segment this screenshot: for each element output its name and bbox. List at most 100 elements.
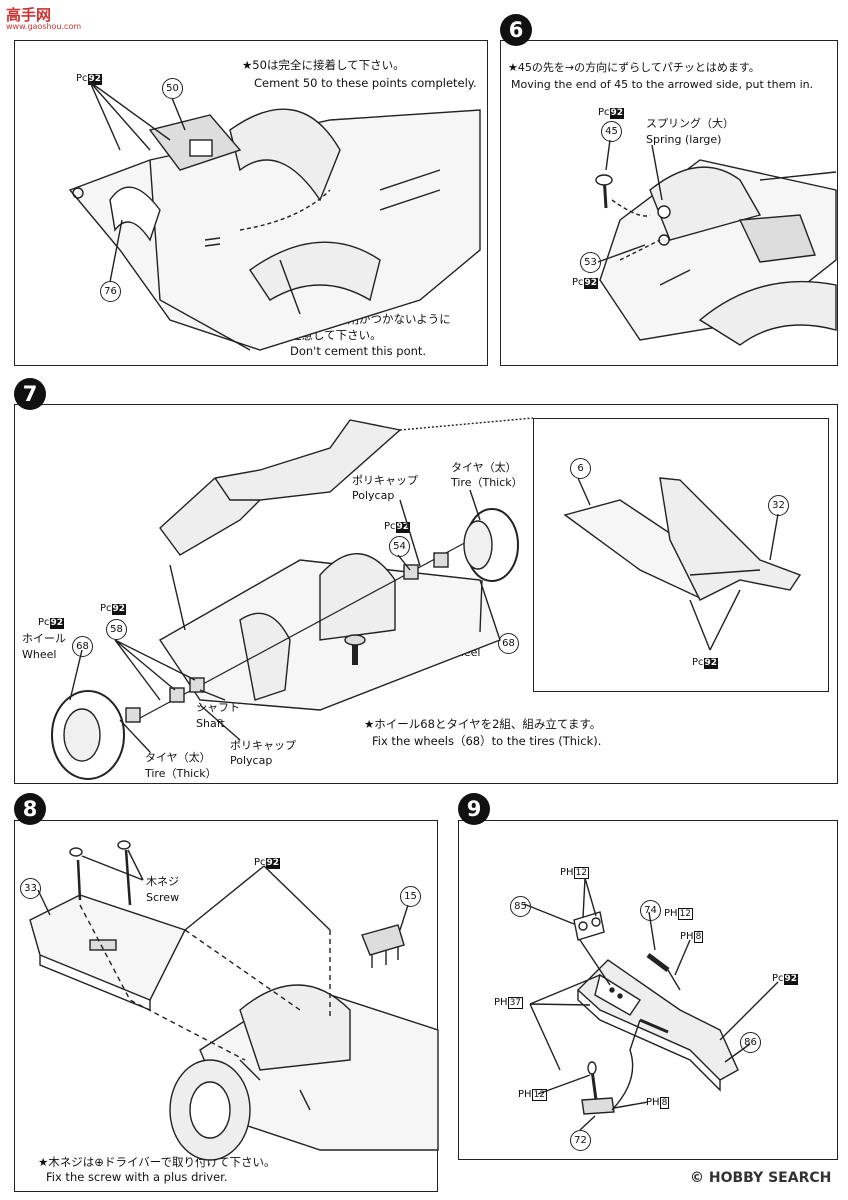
wheel-label-jp-r: ホイール — [446, 630, 490, 643]
pc-code: Pc — [692, 657, 704, 668]
polycap-label-jp-top: ポリキャップ — [352, 474, 418, 487]
ph-number: 12 — [531, 1089, 548, 1101]
step5-caution-jp2: 注意して下さい。 — [290, 328, 382, 342]
part-32-callout: 32 — [768, 495, 789, 516]
step8-panel — [14, 820, 438, 1192]
step7-pc-r: Pc92 — [384, 520, 411, 533]
step6-note-en: Moving the end of 45 to the arrowed side… — [511, 78, 814, 91]
step6-pc-bottom: Pc92 — [572, 276, 599, 289]
pc-number: 92 — [609, 108, 625, 119]
pc-number: 92 — [87, 74, 103, 85]
ph-number: 12 — [677, 908, 694, 920]
part-54-callout: 54 — [389, 536, 410, 557]
pc-code: Pc — [100, 603, 112, 614]
part-68-callout-r: 68 — [498, 633, 519, 654]
ph-number: 37 — [507, 997, 524, 1009]
part-15-callout: 15 — [400, 886, 421, 907]
shaft-label-jp: シャフト — [196, 701, 240, 714]
step8-pc-label: Pc92 — [254, 856, 281, 869]
tire-label-jp-top: タイヤ（太） — [451, 461, 517, 474]
step6-pc-top: Pc92 — [598, 106, 625, 119]
ph-number: 8 — [693, 931, 704, 943]
spring-label-en: Spring (large) — [646, 133, 722, 146]
polycap-label-en-bottom: Polycap — [230, 754, 273, 767]
shaft-label-en: Shaft — [196, 717, 225, 730]
wheel-label-en-r: Wheel — [446, 646, 481, 659]
step5-caution-en: Don't cement this pont. — [290, 344, 427, 358]
spring-label-jp: スプリング（大） — [646, 117, 734, 130]
pc-number: 92 — [265, 858, 281, 869]
ph-code: PH — [518, 1089, 532, 1100]
part-76-callout: 76 — [100, 281, 121, 302]
pc-code: Pc — [38, 617, 50, 628]
pc-code: Pc — [254, 857, 266, 868]
step9-number: 9 — [458, 793, 490, 825]
pc-number: 92 — [49, 618, 65, 629]
tire-label-jp-bottom: タイヤ（太） — [145, 751, 211, 764]
step7-number: 7 — [14, 378, 46, 410]
pc92-label: Pc92 — [772, 972, 799, 985]
step6-note-jp: ★45の先を→の方向にずらしてパチッとはめます。 — [508, 61, 760, 74]
step5-note-en: Cement 50 to these points completely. — [254, 76, 477, 90]
step5-pc-label: Pc92 — [76, 72, 103, 85]
ph-code: PH — [664, 908, 678, 919]
step7-pc-l1: Pc92 — [38, 616, 65, 629]
site-logo: 高手网 www.gaoshou.com — [6, 4, 81, 31]
part-6-callout: 6 — [570, 458, 591, 479]
footer-watermark: © HOBBY SEARCH — [690, 1170, 831, 1186]
copyright-icon: © — [690, 1170, 704, 1186]
step7-pc-l2: Pc92 — [100, 602, 127, 615]
part-58-callout: 58 — [106, 619, 127, 640]
wheel-label-en-l: Wheel — [22, 648, 57, 661]
polycap-label-en-top: Polycap — [352, 489, 395, 502]
ph-code: PH — [560, 867, 574, 878]
footer-brand: HOBBY SEARCH — [708, 1170, 832, 1186]
part-72-callout: 72 — [570, 1130, 591, 1151]
site-logo-text: 高手网 — [6, 6, 52, 24]
step8-number: 8 — [14, 793, 46, 825]
step7-note-jp: ★ホイール68とタイヤを2組、組み立てます。 — [364, 717, 602, 731]
pc-code: Pc — [572, 277, 584, 288]
polycap-label-jp-bottom: ポリキャップ — [230, 739, 296, 752]
part-68-callout-l: 68 — [72, 636, 93, 657]
ph-number: 12 — [573, 867, 590, 879]
tire-label-en-top: Tire（Thick） — [451, 476, 523, 489]
step9-panel — [458, 820, 838, 1160]
ph-code: PH — [680, 931, 694, 942]
pc-number: 92 — [703, 658, 719, 669]
part-33-callout: 33 — [20, 878, 41, 899]
step5-note-jp: ★50は完全に接着して下さい。 — [242, 58, 405, 72]
pc-code: Pc — [76, 73, 88, 84]
pc-number: 92 — [111, 604, 127, 615]
part-50-callout: 50 — [162, 78, 183, 99]
step7-pc-inset: Pc92 — [692, 656, 719, 669]
part-85-callout: 85 — [510, 896, 531, 917]
pc-code: Pc — [384, 521, 396, 532]
wheel-label-jp-l: ホイール — [22, 632, 66, 645]
screw-label-jp: 木ネジ — [146, 875, 179, 888]
step5-caution-jp1: ここに接着剤がつかないように — [290, 312, 451, 326]
tire-label-en-bottom: Tire（Thick） — [145, 767, 217, 780]
ph-code: PH — [646, 1097, 660, 1108]
part-86-callout: 86 — [740, 1032, 761, 1053]
site-logo-url: www.gaoshou.com — [6, 22, 82, 31]
step8-note-en: Fix the screw with a plus driver. — [46, 1170, 228, 1184]
ph-number: 8 — [659, 1097, 670, 1109]
screw-label-en: Screw — [146, 891, 180, 904]
part-53-callout: 53 — [580, 252, 601, 273]
step7-note-en: Fix the wheels（68）to the tires (Thick). — [372, 734, 602, 748]
pc-code: Pc — [598, 107, 610, 118]
pc-number: 92 — [395, 522, 411, 533]
pc-code: Pc — [772, 973, 784, 984]
pc-number: 92 — [583, 278, 599, 289]
step6-number: 6 — [500, 14, 532, 46]
pc-number: 92 — [783, 974, 799, 985]
ph-code: PH — [494, 997, 508, 1008]
part-45-callout: 45 — [601, 121, 622, 142]
